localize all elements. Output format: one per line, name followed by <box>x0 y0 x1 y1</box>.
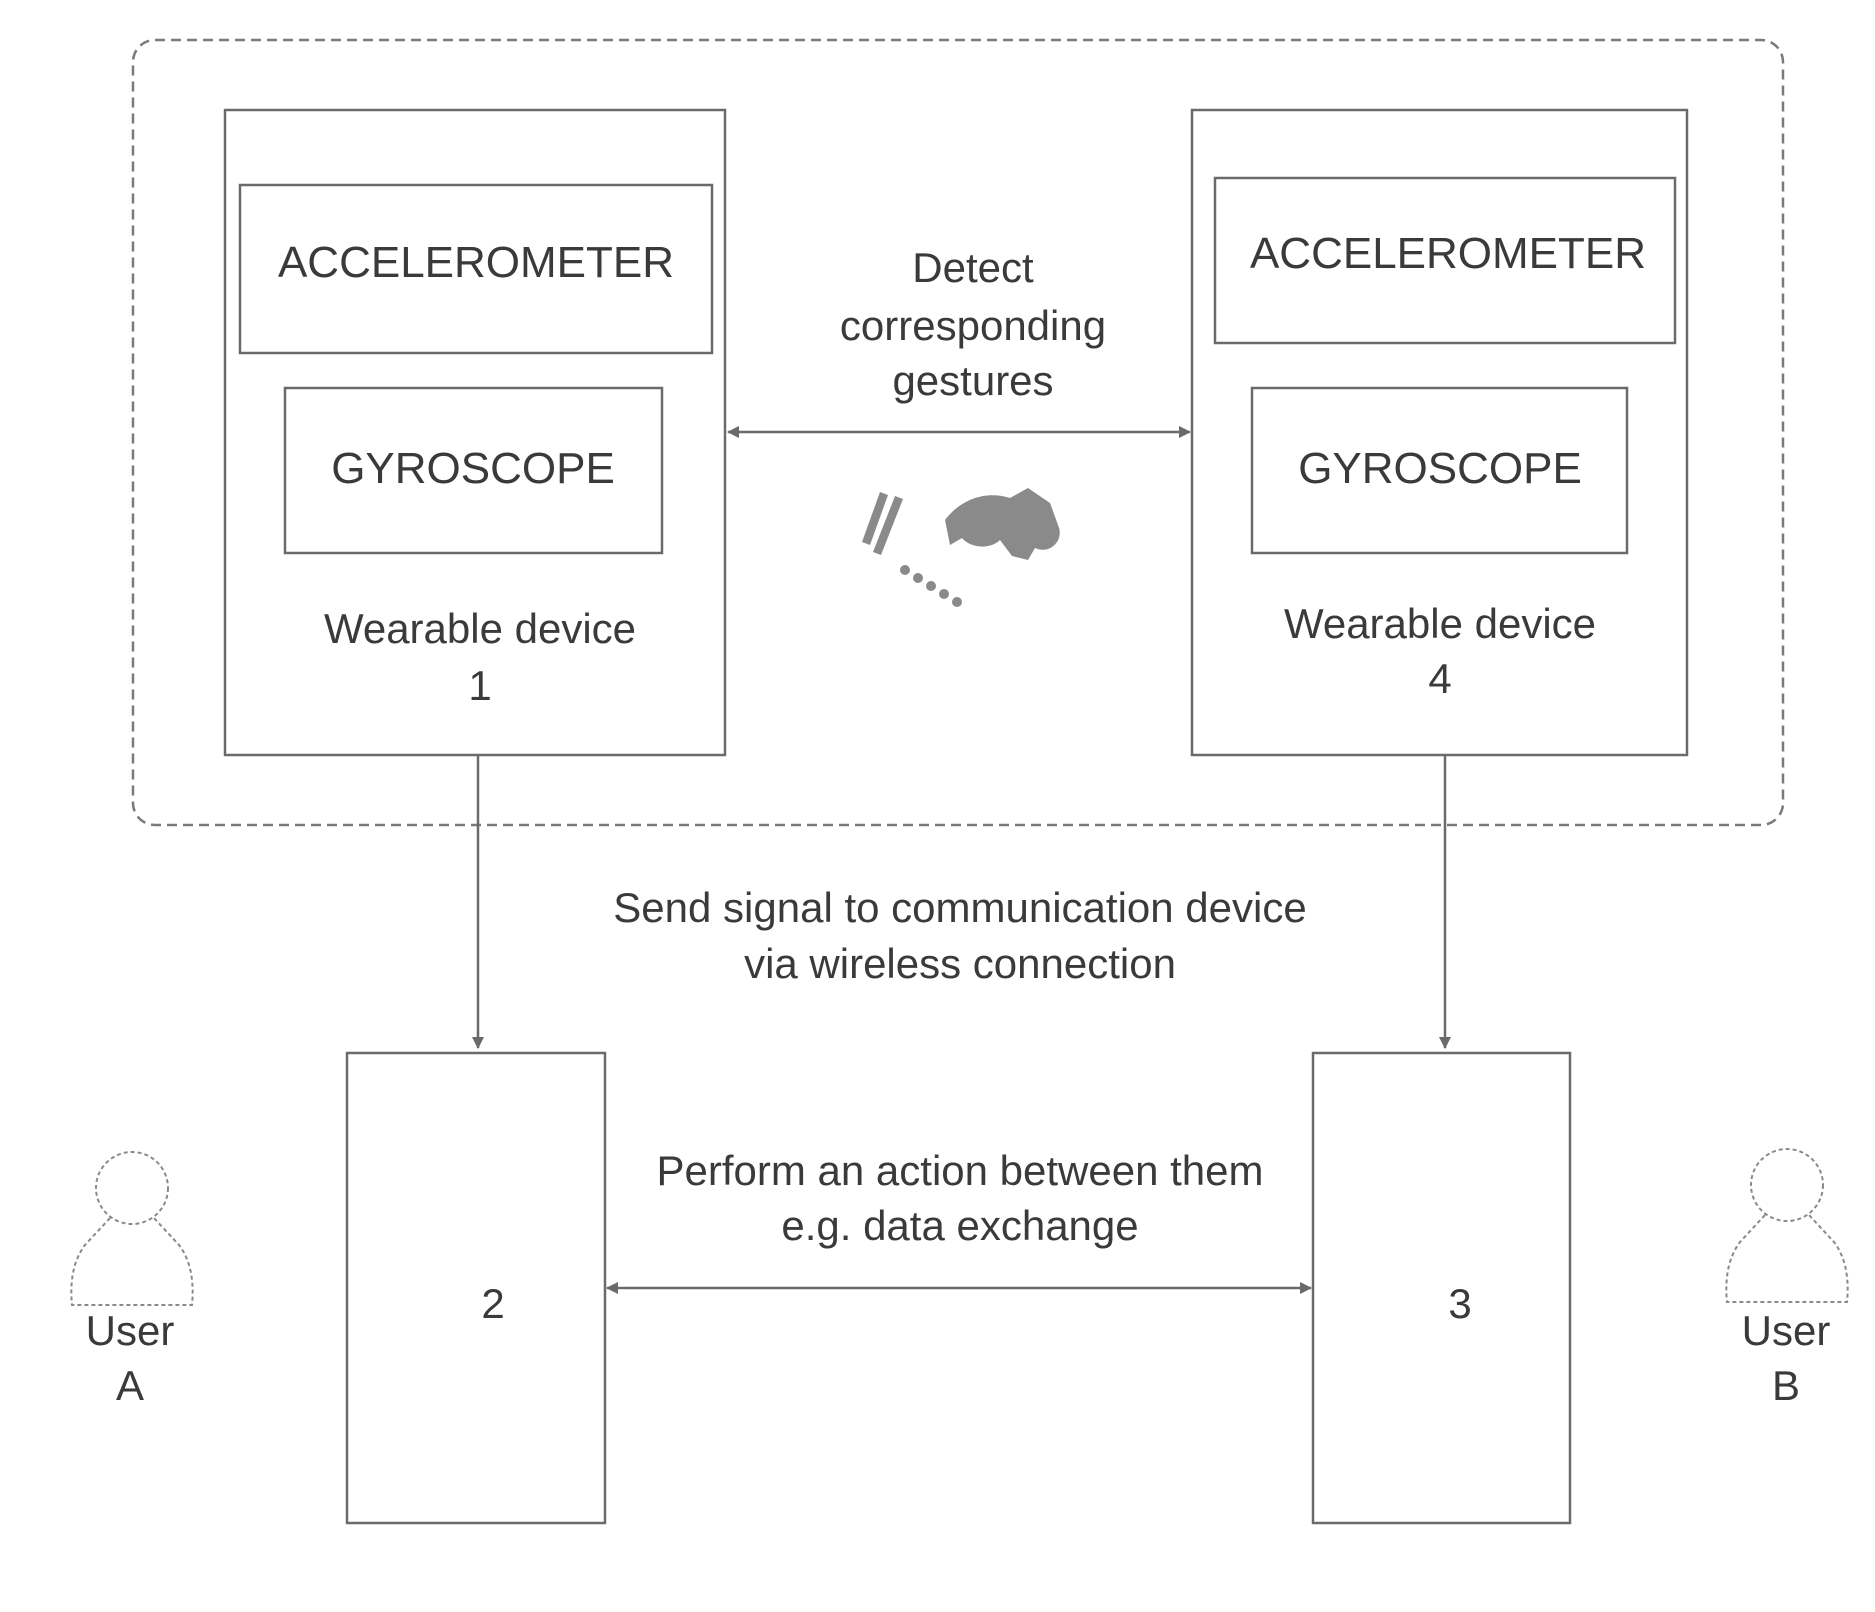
wearable-name-left: Wearable device <box>324 605 636 652</box>
user-icon-left <box>71 1152 192 1305</box>
user-a: User A <box>71 1152 192 1409</box>
communication-device-left: 2 <box>347 1053 605 1523</box>
wearable-number-left: 1 <box>468 662 491 709</box>
wearable-device-left: ACCELEROMETER GYROSCOPE Wearable device … <box>225 110 725 755</box>
signal-label-line2: via wireless connection <box>744 940 1176 987</box>
action-label-line1: Perform an action between them <box>657 1147 1264 1194</box>
handshake-icon <box>862 488 1060 607</box>
user-a-label-line2: A <box>116 1362 144 1409</box>
signal-label-line1: Send signal to communication device <box>613 884 1306 931</box>
user-b-label-line1: User <box>1742 1307 1831 1354</box>
user-icon-right <box>1726 1149 1847 1302</box>
gyroscope-label-right: GYROSCOPE <box>1298 444 1582 493</box>
communication-device-right: 3 <box>1313 1053 1570 1523</box>
user-b: User B <box>1726 1149 1847 1409</box>
gesture-label-line3: gestures <box>892 357 1053 404</box>
wearable-name-right: Wearable device <box>1284 600 1596 647</box>
accelerometer-label-right: ACCELEROMETER <box>1250 229 1646 278</box>
user-a-label-line1: User <box>86 1307 175 1354</box>
comm-device-number-right: 3 <box>1448 1280 1471 1327</box>
wearable-device-right: ACCELEROMETER GYROSCOPE Wearable device … <box>1192 110 1687 755</box>
comm-device-number-left: 2 <box>481 1280 504 1327</box>
wearable-number-right: 4 <box>1428 655 1451 702</box>
user-b-label-line2: B <box>1772 1362 1800 1409</box>
accelerometer-label-left: ACCELEROMETER <box>278 238 674 287</box>
gesture-label-line1: Detect <box>912 244 1034 291</box>
gyroscope-label-left: GYROSCOPE <box>331 444 615 493</box>
gesture-label-line2: corresponding <box>840 302 1106 349</box>
action-label-line2: e.g. data exchange <box>781 1202 1138 1249</box>
